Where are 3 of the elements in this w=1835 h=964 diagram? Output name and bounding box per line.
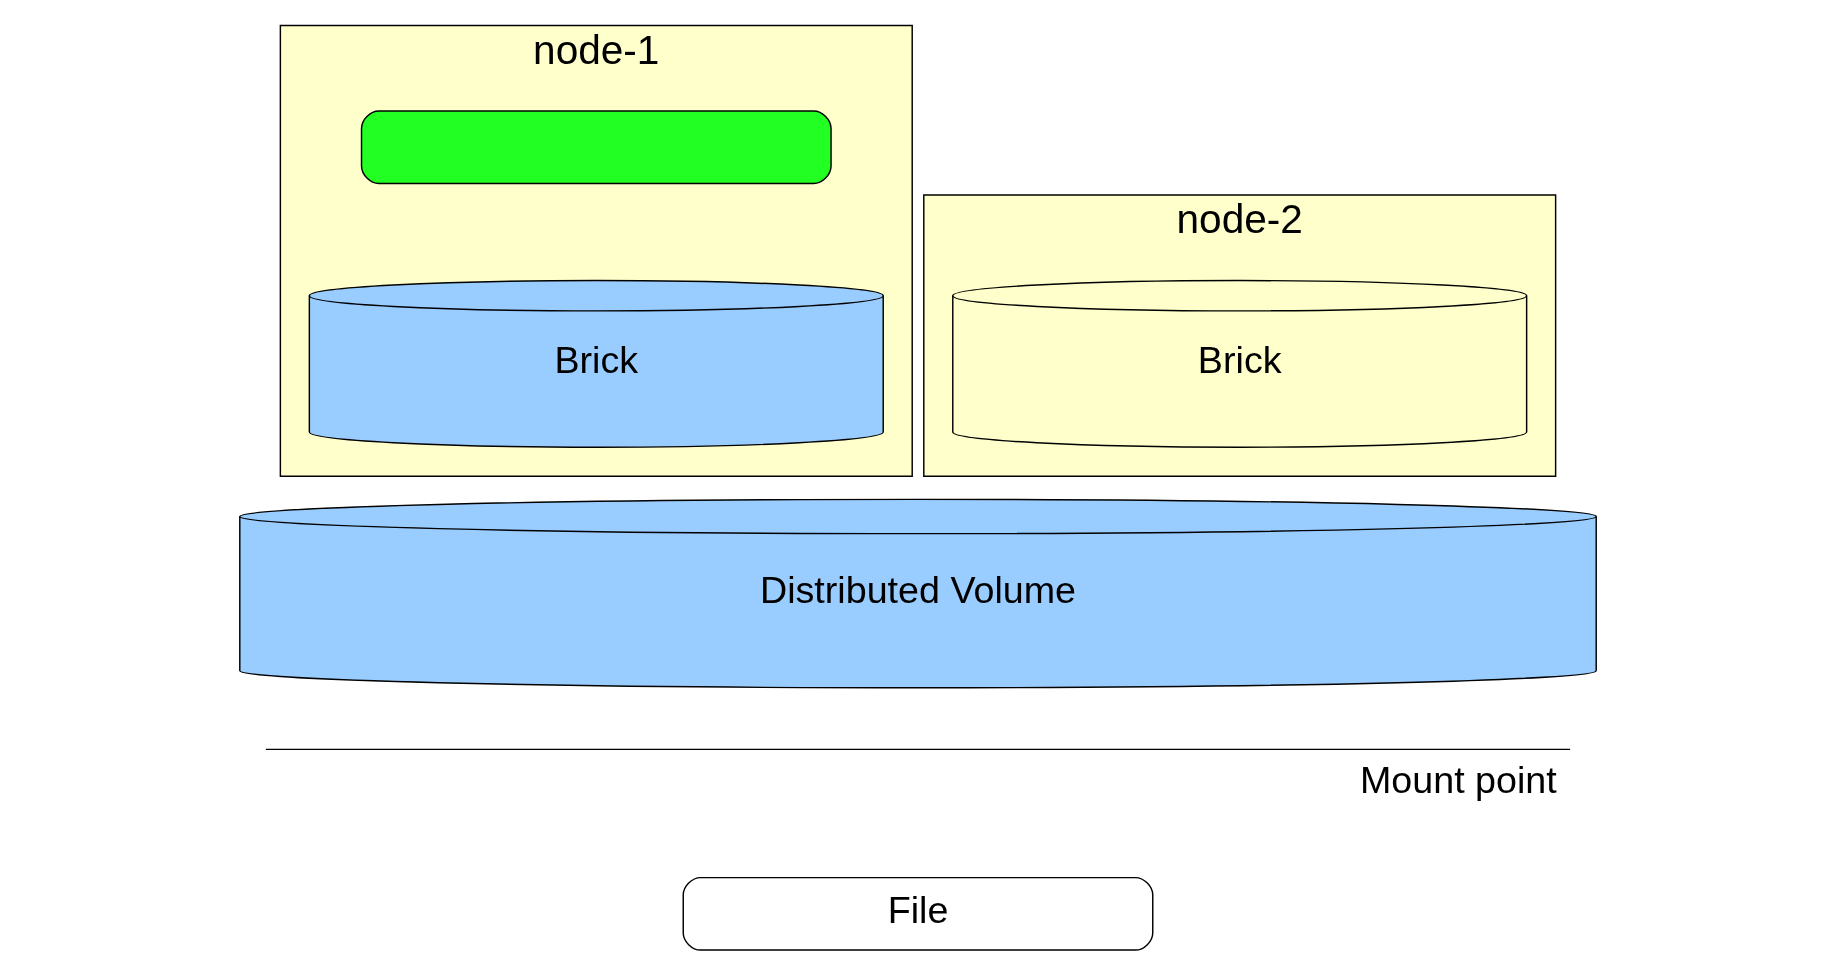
label: Mount point [1359, 758, 1557, 801]
node-box: File [682, 876, 1153, 951]
node-box [360, 110, 832, 185]
